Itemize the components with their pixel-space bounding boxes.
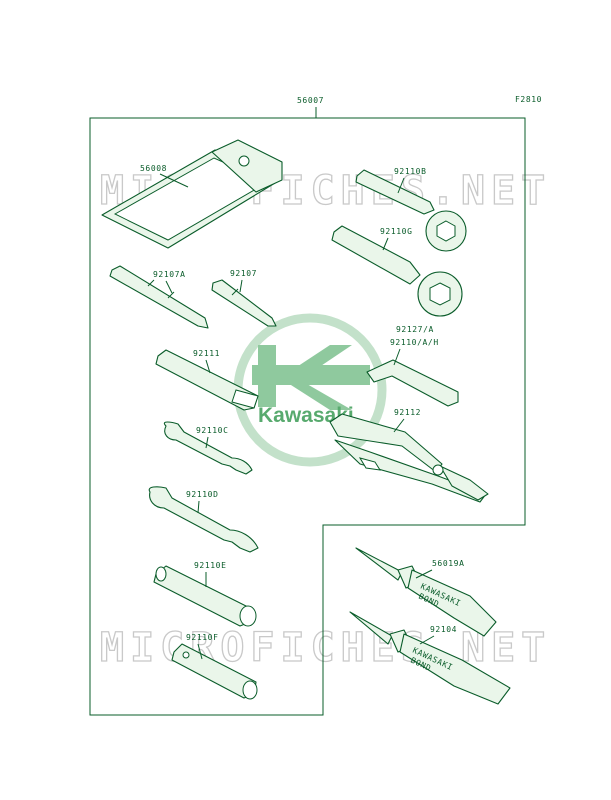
leader-92107a	[165, 280, 173, 294]
tool-pouch-part	[101, 139, 283, 249]
label-92110ah: 92110/A/H	[390, 338, 439, 347]
box-wrench-g-part	[331, 225, 463, 317]
socket-wrench-e-part	[153, 565, 257, 627]
kawasaki-logo: Kawasaki	[233, 313, 387, 467]
leader-92110g	[382, 237, 389, 251]
pliers-part	[329, 413, 489, 503]
leader-92110b	[397, 177, 405, 194]
socket-wrench-f-part	[171, 643, 258, 700]
leader-92110d	[197, 500, 200, 514]
leader-92107	[239, 279, 243, 293]
label-56019a: 56019A	[432, 559, 465, 568]
label-92110f: 92110F	[186, 633, 219, 642]
leader-92111	[205, 359, 211, 374]
label-92127a: 92127/A	[396, 325, 434, 334]
leader-hex-key	[393, 348, 401, 366]
label-92107a: 92107A	[153, 270, 186, 279]
open-wrench-c-part	[163, 421, 253, 475]
leader-92104	[419, 635, 435, 645]
handle-part	[155, 349, 259, 411]
logo-text: Kawasaki	[258, 404, 354, 427]
bond-tube-a-part: KAWASAKI BOND	[355, 547, 497, 637]
label-92110e: 92110E	[194, 561, 227, 570]
leader-92110f	[197, 643, 203, 660]
label-92107: 92107	[230, 269, 257, 278]
open-wrench-d-part	[148, 486, 259, 553]
screwdriver-bit-part	[211, 279, 277, 327]
leader-56008	[159, 173, 189, 188]
label-92110c: 92110C	[196, 426, 229, 435]
screwdriver-bit-a-part	[109, 265, 209, 329]
leader-56019a	[415, 569, 433, 579]
hex-key-part	[366, 359, 459, 407]
label-92110g: 92110G	[380, 227, 413, 236]
figure-code: F2810	[515, 95, 542, 104]
label-92112: 92112	[394, 408, 421, 417]
label-56008: 56008	[140, 164, 167, 173]
label-92104: 92104	[430, 625, 457, 634]
assembly-label: 56007	[297, 96, 324, 105]
leader-92110c	[205, 436, 209, 449]
label-92111: 92111	[193, 349, 220, 358]
assembly-border	[89, 117, 526, 716]
label-92110b: 92110B	[394, 167, 427, 176]
box-wrench-b-part	[355, 169, 467, 252]
label-92110d: 92110D	[186, 490, 219, 499]
leader-92112	[393, 418, 405, 433]
